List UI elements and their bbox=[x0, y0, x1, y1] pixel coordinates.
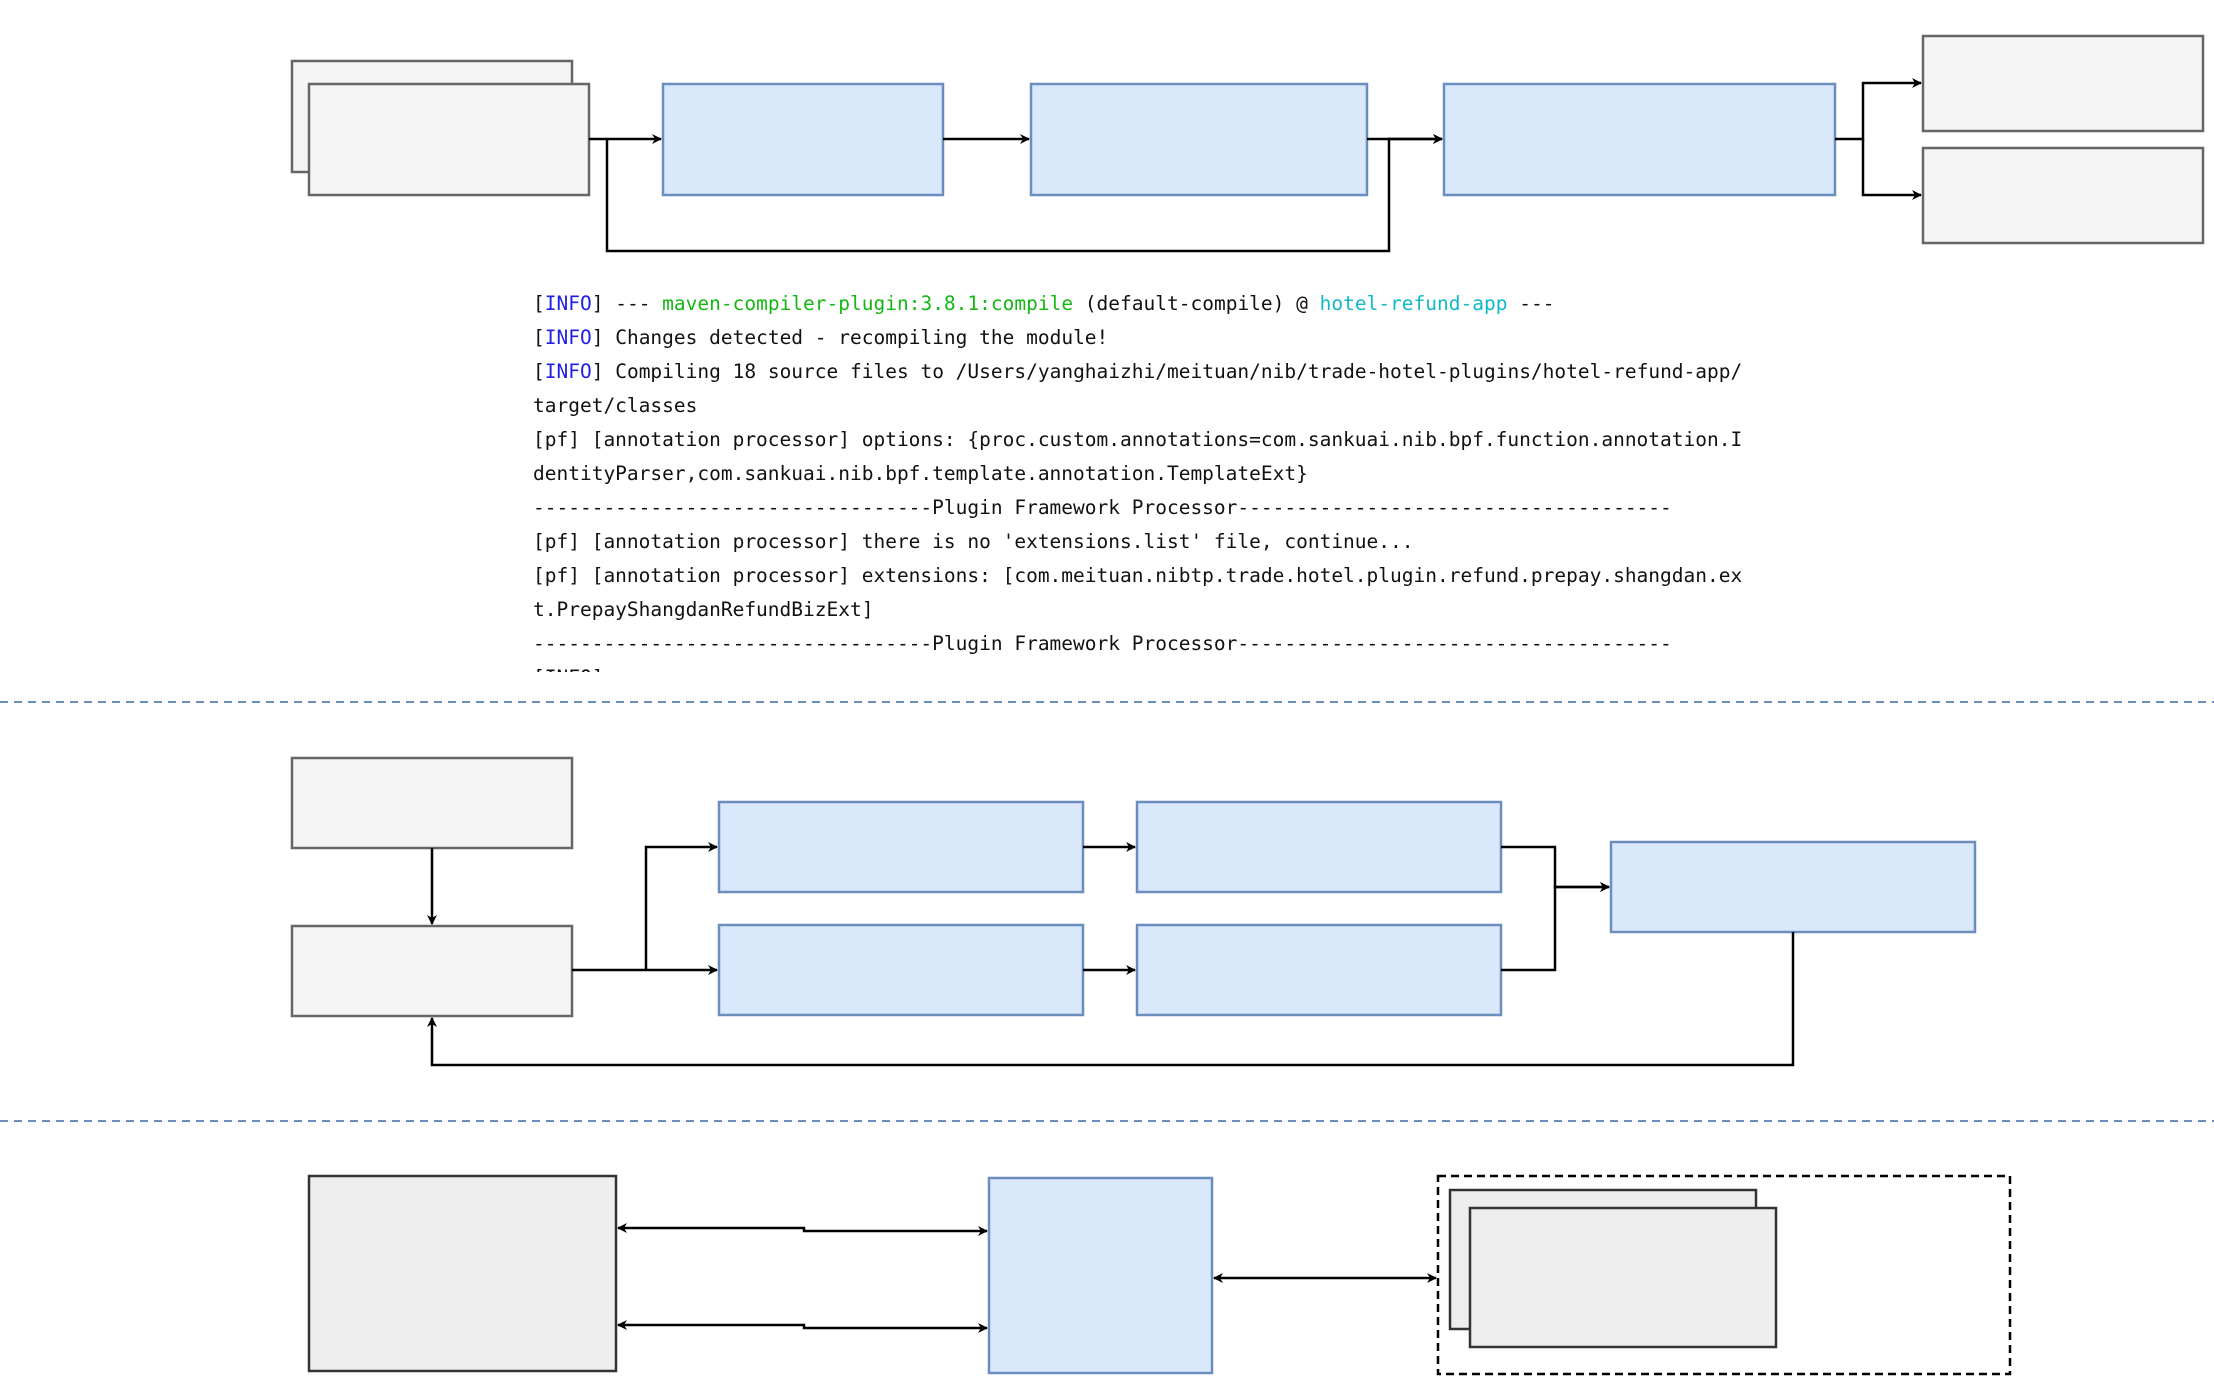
branch-a-step1-box bbox=[717, 800, 1085, 894]
log-text: Compiling 18 source files to /Users/yang… bbox=[603, 360, 1743, 383]
arrow-merge-back-to-dispatcher bbox=[427, 932, 1795, 1067]
log-app-name: hotel-refund-app bbox=[1319, 292, 1508, 315]
stage1-step1-box bbox=[661, 82, 945, 197]
section-1 bbox=[290, 34, 2205, 253]
branch-a-step2-box bbox=[1135, 800, 1503, 894]
log-line: [INFO] bbox=[533, 661, 1743, 672]
arrow-step3-to-output-bottom bbox=[1861, 139, 1922, 200]
log-line: [pf] [annotation processor] there is no … bbox=[533, 530, 1414, 553]
branch-b-step2-box bbox=[1135, 923, 1503, 1017]
stage1-step3-box bbox=[1442, 82, 1837, 197]
plugin-container-dashed-box bbox=[1436, 1174, 2012, 1376]
log-line: target/classes bbox=[533, 394, 698, 417]
log-line: [INFO] Changes detected - recompiling th… bbox=[533, 321, 1743, 355]
arrow-bypass-to-step3 bbox=[605, 134, 1443, 253]
log-separator: ----------------------------------Plugin… bbox=[533, 632, 1672, 655]
section-3 bbox=[307, 1174, 2012, 1376]
arrow-step3-to-output-top bbox=[1835, 78, 1922, 141]
log-level-info: INFO bbox=[544, 326, 592, 349]
log-text: (default-compile) @ bbox=[1073, 292, 1320, 315]
dispatcher-box bbox=[290, 924, 574, 1018]
bidirectional-arrow-upper bbox=[617, 1223, 988, 1236]
log-line: dentityParser,com.sankuai.nib.bpf.templa… bbox=[533, 462, 1308, 485]
merge-box bbox=[1609, 840, 1977, 934]
left-client-box bbox=[307, 1174, 618, 1373]
log-bracket: [ bbox=[533, 360, 545, 383]
log-line: [INFO] Compiling 18 source files to /Use… bbox=[533, 355, 1743, 389]
log-level-info: INFO bbox=[544, 292, 592, 315]
source-box bbox=[290, 756, 574, 850]
log-text: --- bbox=[603, 292, 663, 315]
arrow-branch-b-to-merge bbox=[1501, 882, 1610, 972]
log-plugin-name: maven-compiler-plugin:3.8.1:compile bbox=[662, 292, 1074, 315]
log-bracket: ] bbox=[591, 292, 604, 315]
branch-b-step1-box bbox=[717, 923, 1085, 1017]
arrow-dispatcher-to-branch-a bbox=[644, 842, 718, 970]
log-line: t.PrepayShangdanRefundBizExt] bbox=[533, 598, 874, 621]
log-bracket: [ bbox=[533, 292, 545, 315]
center-service-box bbox=[987, 1176, 1214, 1375]
log-bracket: ] bbox=[591, 326, 604, 349]
log-text: --- bbox=[1507, 292, 1555, 315]
input-stack-front-box bbox=[307, 82, 591, 197]
bidirectional-arrow-lower bbox=[617, 1320, 988, 1333]
log-bracket: [ bbox=[533, 326, 545, 349]
section-2 bbox=[290, 756, 1977, 1067]
log-level-info: INFO bbox=[544, 360, 592, 383]
build-console-log: [INFO] --- maven-compiler-plugin:3.8.1:c… bbox=[533, 287, 1743, 672]
log-line: [pf] [annotation processor] options: {pr… bbox=[533, 428, 1743, 451]
log-text: Changes detected - recompiling the modul… bbox=[603, 326, 1109, 349]
log-separator: ----------------------------------Plugin… bbox=[533, 496, 1672, 519]
log-line: [pf] [annotation processor] extensions: … bbox=[533, 564, 1743, 587]
stage1-step2-box bbox=[1029, 82, 1369, 197]
output-top-box bbox=[1921, 34, 2205, 133]
log-line: [INFO] --- maven-compiler-plugin:3.8.1:c… bbox=[533, 287, 1743, 321]
output-bottom-box bbox=[1921, 146, 2205, 245]
plugin-stack-front-box bbox=[1468, 1206, 1778, 1349]
log-bracket: ] bbox=[591, 360, 604, 383]
arrow-branch-a-to-merge bbox=[1501, 845, 1610, 892]
